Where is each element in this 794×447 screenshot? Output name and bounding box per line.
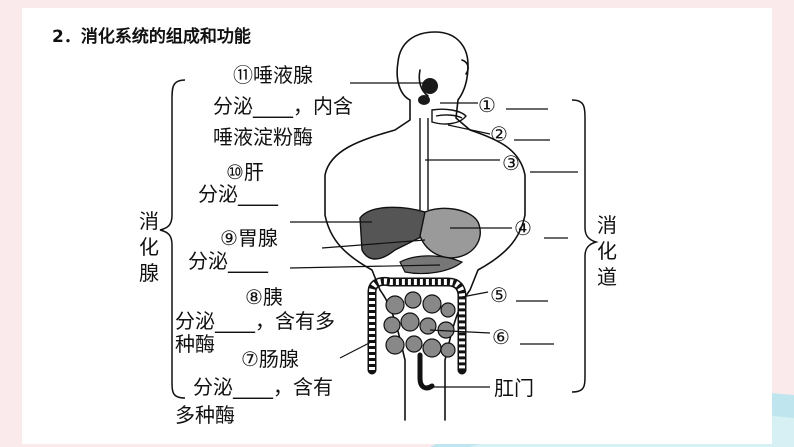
- intestinal-secrete-label: 分泌____，含有: [193, 375, 333, 399]
- tract-label-1: ①: [478, 93, 496, 117]
- pancreas-label: ⑧胰: [245, 285, 283, 309]
- salivary-enzyme-label: 唾液淀粉酶: [213, 125, 313, 149]
- intestinal-enzyme-label: 多种酶: [175, 403, 235, 427]
- tract-label-4: ④: [514, 216, 532, 240]
- salivary-secrete-label: 分泌____，内含: [213, 94, 353, 118]
- pancreas-secrete-label: 分泌____，含有多: [175, 309, 335, 333]
- rectum-shape: [417, 352, 435, 391]
- gastric-secrete-label: 分泌____: [188, 249, 268, 273]
- small-intestine-shape: [383, 291, 456, 358]
- liver-secrete-label: 分泌____: [198, 182, 278, 206]
- left-group-label: 消化腺: [139, 209, 159, 285]
- section-heading: 2．消化系统的组成和功能: [52, 27, 251, 47]
- tract-label-2: ②: [490, 122, 508, 146]
- body-outline: [324, 31, 526, 421]
- esophagus-shape: [419, 118, 429, 210]
- pancreas-enzyme-label: 种酶: [175, 332, 215, 356]
- large-intestine-shape: [367, 276, 467, 375]
- tract-label-3: ③: [502, 151, 520, 175]
- anus-label: 肛门: [494, 376, 534, 400]
- left-bracket: [159, 79, 186, 399]
- liver-label: ⑩肝: [226, 160, 264, 184]
- intestinal-gland-label: ⑦肠腺: [241, 347, 299, 371]
- salivary-gland-shape: [418, 78, 438, 105]
- mouth-shape: [431, 108, 467, 125]
- right-bracket: [571, 99, 599, 393]
- stomach-shape: [419, 207, 481, 259]
- tract-label-6: ⑥: [492, 325, 510, 349]
- tract-label-5: ⑤: [490, 283, 508, 307]
- salivary-gland-label: ⑪唾液腺: [233, 63, 313, 87]
- gastric-gland-label: ⑨胃腺: [220, 226, 278, 250]
- right-group-label: 消化道: [597, 213, 617, 289]
- leader-lines: [289, 82, 512, 388]
